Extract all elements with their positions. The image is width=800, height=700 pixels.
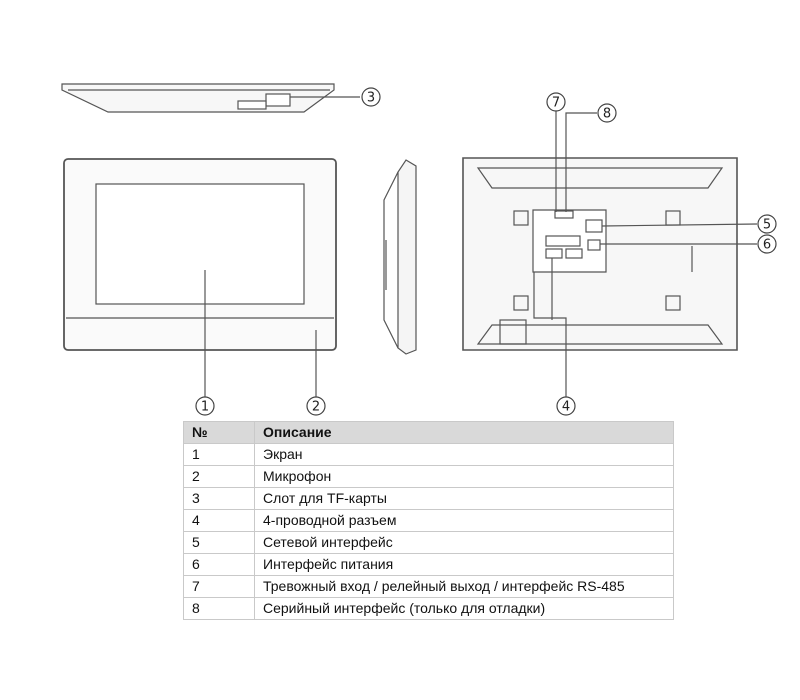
row-description: Сетевой интерфейс	[254, 531, 674, 554]
row-number: 8	[183, 597, 255, 620]
front-view	[63, 158, 337, 397]
row-number: 6	[183, 553, 255, 576]
side-view	[383, 159, 417, 355]
callout-1: 1	[201, 400, 209, 415]
connector-board	[532, 209, 607, 273]
row-description: Экран	[254, 443, 674, 466]
rear-view	[462, 111, 758, 397]
row-description: Микрофон	[254, 465, 674, 488]
row-number: 1	[183, 443, 255, 466]
row-description: Тревожный вход / релейный выход / интерф…	[254, 575, 674, 598]
device-diagram: 1 2 3 4 5 6 7 8	[61, 83, 777, 416]
callout-3: 3	[367, 91, 375, 106]
tf-card-slot	[265, 93, 291, 107]
row-number: 3	[183, 487, 255, 510]
row-number: 7	[183, 575, 255, 598]
callout-5: 5	[763, 218, 771, 233]
screen	[95, 183, 305, 305]
table-header-row: № Описание	[183, 421, 674, 444]
header-description: Описание	[254, 421, 674, 444]
callout-6: 6	[763, 238, 771, 253]
row-description: Слот для TF-карты	[254, 487, 674, 510]
row-number: 2	[183, 465, 255, 488]
header-number: №	[183, 421, 255, 444]
row-description: Серийный интерфейс (только для отладки)	[254, 597, 674, 620]
callout-2: 2	[312, 400, 320, 415]
callout-8: 8	[603, 107, 611, 122]
row-number: 4	[183, 509, 255, 532]
callout-4: 4	[562, 400, 570, 415]
top-view	[61, 83, 360, 113]
row-description: 4-проводной разъем	[254, 509, 674, 532]
row-description: Интерфейс питания	[254, 553, 674, 576]
row-number: 5	[183, 531, 255, 554]
callout-7: 7	[552, 96, 560, 111]
